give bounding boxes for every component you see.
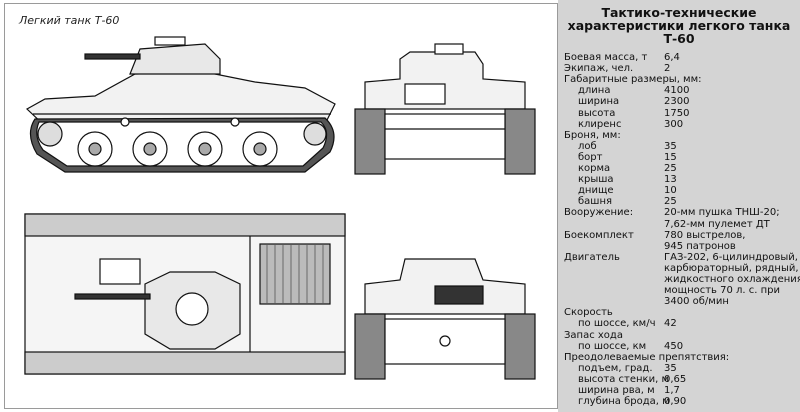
- spec-label: Габаритные размеры, мм:: [564, 74, 702, 86]
- spec-value: 6,4: [664, 52, 680, 63]
- spec-value: 1750: [664, 107, 690, 119]
- spec-label: по шоссе, км: [578, 340, 647, 352]
- spec-label: Броня, мм:: [564, 129, 621, 141]
- spec-label: ширина рва, м: [578, 385, 655, 396]
- spec-label: ширина: [578, 96, 620, 108]
- spec-title-line-3: Т-60: [663, 31, 695, 46]
- specifications-panel: Тактико-технические характеристики легко…: [558, 0, 800, 412]
- spec-label: Скорость: [564, 307, 613, 319]
- spec-label: высота стенки, м: [578, 373, 669, 385]
- spec-value: 300: [664, 118, 684, 130]
- spec-value: 10: [664, 185, 677, 197]
- spec-label: башня: [578, 196, 612, 208]
- top-view: [24, 213, 346, 375]
- spec-label: борт: [578, 151, 603, 163]
- spec-label: Запас хода: [564, 329, 623, 341]
- spec-value: 35: [664, 362, 677, 374]
- spec-value: 450: [664, 340, 684, 352]
- spec-label: Экипаж, чел.: [564, 63, 634, 75]
- drawing-caption: Легкий танк Т-60: [19, 14, 120, 27]
- spec-value: 0,90: [664, 396, 687, 408]
- spec-value: 25: [664, 196, 677, 208]
- spec-label: Преодолеваемые препятствия:: [564, 351, 730, 363]
- spec-label: длина: [578, 85, 611, 97]
- spec-label: высота: [578, 107, 616, 119]
- spec-value: 42: [664, 318, 677, 330]
- spec-value: 15: [664, 151, 677, 163]
- spec-value: 25: [664, 163, 677, 174]
- spec-value: 7,62-мм пулемет ДТ: [664, 218, 770, 230]
- spec-label: Двигатель: [564, 251, 620, 263]
- spec-value: 20-мм пушка ТНШ-20;: [664, 207, 780, 219]
- spec-value: 1,7: [664, 385, 680, 396]
- spec-label: Вооружение:: [564, 207, 634, 219]
- spec-value: 945 патронов: [664, 240, 736, 252]
- spec-title: Тактико-технические характеристики легко…: [558, 6, 800, 45]
- spec-value: 2300: [664, 96, 690, 108]
- spec-label: по шоссе, км/ч: [578, 318, 656, 330]
- spec-label: лоб: [578, 140, 597, 152]
- spec-label: клиренс: [578, 118, 622, 130]
- spec-value: 2: [664, 63, 671, 75]
- spec-label: подъем, град.: [578, 362, 653, 374]
- spec-label: Боевая масса, т: [564, 52, 648, 63]
- spec-label: глубина брода, м: [578, 396, 670, 408]
- spec-label: днище: [578, 185, 614, 197]
- spec-value: 3400 об/мин: [664, 296, 729, 308]
- spec-label: крыша: [578, 174, 614, 186]
- spec-value: карбюраторный, рядный,: [664, 262, 799, 274]
- spec-title-line-2: характеристики легкого танка: [567, 18, 791, 33]
- spec-value: мощность 70 л. с. при: [664, 285, 781, 297]
- spec-label: Боекомплект: [564, 229, 634, 241]
- rear-view: [354, 258, 536, 380]
- spec-value: жидкостного охлаждения,: [664, 274, 800, 285]
- side-view: [25, 36, 336, 173]
- spec-title-line-1: Тактико-технические: [601, 5, 757, 20]
- tank-blueprint-svg: [24, 36, 536, 380]
- spec-value: 0,65: [664, 373, 687, 385]
- spec-value: 35: [664, 140, 677, 152]
- spec-value: ГАЗ-202, 6-цилиндровый,: [664, 251, 798, 263]
- tank-drawing-panel: Легкий танк Т-60: [4, 3, 558, 409]
- spec-value: 4100: [664, 85, 690, 97]
- front-view: [354, 43, 536, 175]
- spec-value: 780 выстрелов,: [664, 229, 746, 241]
- spec-value: 13: [664, 174, 677, 186]
- spec-label: корма: [578, 163, 611, 174]
